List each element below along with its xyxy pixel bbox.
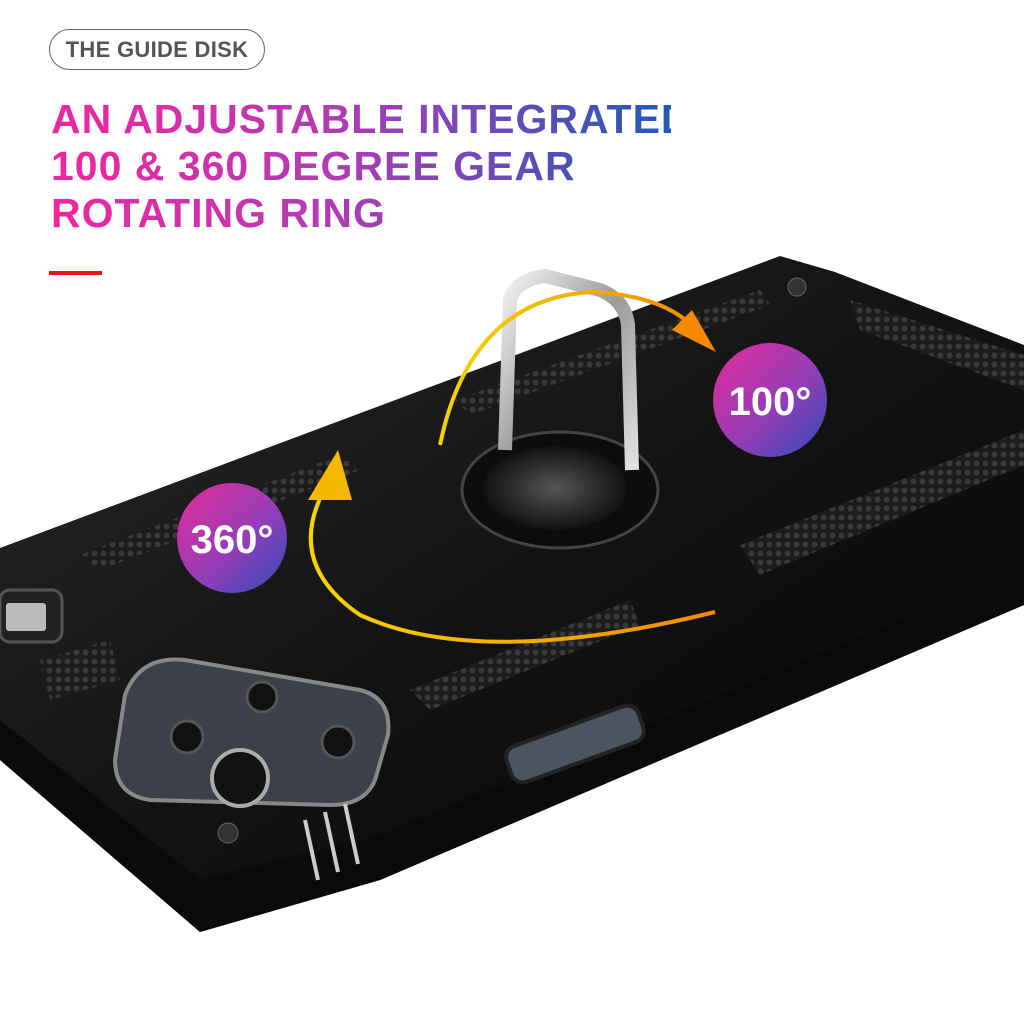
grip-panel [40, 640, 120, 700]
headline-line-2: 100 & 360 DEGREE GEAR [51, 143, 576, 189]
headline: AN ADJUSTABLE INTEGRATED 100 & 360 DEGRE… [51, 96, 671, 237]
accent-divider [49, 271, 102, 275]
camera-lens [210, 748, 270, 808]
camera-lens [245, 680, 279, 714]
screw-icon [787, 277, 807, 297]
headline-line-1: AN ADJUSTABLE INTEGRATED [51, 96, 692, 142]
grip-panel [410, 600, 640, 710]
badge-100-label: 100° [729, 380, 812, 424]
corner-ribs [303, 803, 360, 881]
badge-360-label: 360° [191, 518, 274, 562]
flash-icon [6, 603, 46, 631]
badge-100-circle [713, 343, 827, 457]
camera-lens [169, 719, 205, 755]
grip-panel [740, 430, 1024, 575]
screw-icon [217, 822, 239, 844]
badge-360-circle [177, 483, 287, 593]
rotation-arc-360 [308, 478, 716, 644]
grip-panel [850, 300, 1024, 390]
arrow-head-360 [308, 450, 352, 500]
ring-loop [498, 268, 639, 471]
headline-line-3: ROTATING RING [51, 190, 386, 236]
arrow-head-100 [672, 310, 716, 352]
guide-disk-tag: THE GUIDE DISK [49, 29, 265, 70]
rotation-arc-100 [438, 289, 702, 446]
ring-disc [483, 446, 627, 530]
side-button [504, 703, 646, 785]
camera-lens [320, 724, 356, 760]
camera-module [112, 657, 391, 808]
